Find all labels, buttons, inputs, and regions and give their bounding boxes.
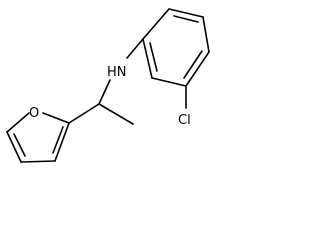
n-ch-bond [98, 79, 111, 105]
furan-ring [6, 112, 70, 163]
ring-bond-top-left [142, 8, 170, 40]
furan-bond-c3-c2 [54, 122, 70, 162]
furan-double-bond-2 [52, 126, 64, 154]
ring-bond-bottom-right [185, 51, 210, 87]
furan-bond-c2-o [42, 112, 70, 124]
ring-bond-top [168, 8, 204, 18]
ring-bond-left [142, 38, 153, 79]
ring-double-bond-2 [183, 50, 203, 79]
furan-bond-o-c5 [6, 112, 30, 133]
methyl-bond [98, 103, 134, 125]
nh-label: HN [107, 65, 127, 80]
structure-canvas: HN Cl O [6, 8, 210, 163]
oxygen-label: O [29, 106, 39, 121]
furan-bond-c4-c3 [20, 160, 56, 163]
cl-label: Cl [178, 113, 191, 128]
ring-double-bond-3 [149, 42, 158, 72]
ring-double-bond-1 [173, 15, 199, 23]
ch-furan-bond [68, 103, 100, 124]
aryl-n-bond [126, 38, 144, 59]
furan-double-bond-1 [13, 133, 26, 157]
furan-bond-c5-c4 [6, 131, 22, 163]
ring-bond-bottom [151, 77, 187, 87]
benzene-ring [142, 8, 210, 87]
ring-bond-top-right [202, 16, 210, 53]
